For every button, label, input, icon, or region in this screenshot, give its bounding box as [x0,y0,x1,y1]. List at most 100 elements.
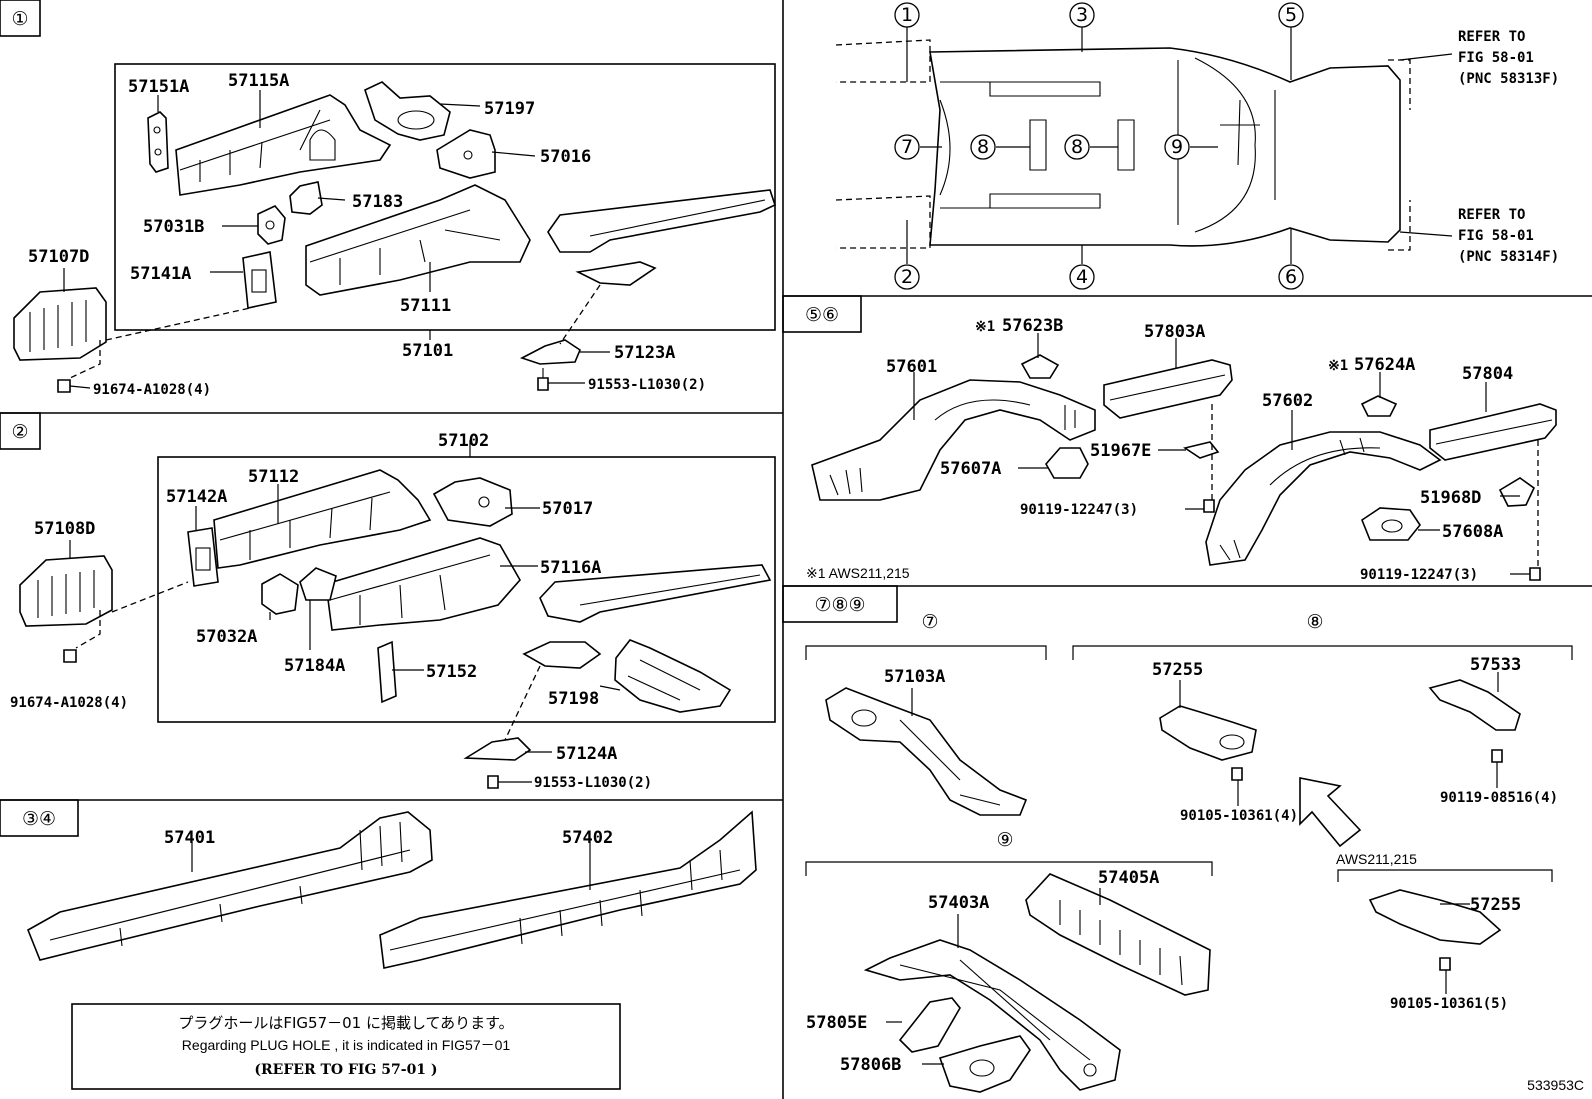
label-51967E: 51967E [1090,441,1151,461]
label-90105-10361-b: 90105-10361(5) [1390,996,1508,1012]
label-57107D: 57107D [28,247,89,267]
label-57103A: 57103A [884,667,945,687]
part-57804-shape [1429,403,1557,461]
note-english: Regarding PLUG HOLE , it is indicated in… [182,1037,511,1053]
bracket-7 [805,645,1047,660]
part-57108D-shape [19,555,113,627]
section-badge-56: ⑤⑥ [782,295,862,333]
label-91553-L1030-s1: 91553-L1030(2) [588,377,706,393]
marker-text: 8 [1071,136,1083,158]
label-57032A: 57032A [196,627,257,647]
part-57115A-shape [175,94,392,196]
label-57402: 57402 [562,828,613,848]
part-51968D-shape [1498,477,1536,507]
section-badge-789: ⑦⑧⑨ [782,585,898,623]
badge-text: ⑤⑥ [805,304,839,326]
badge-text: ③④ [22,808,56,830]
marker-text: 4 [1076,266,1088,288]
part-57184A-shape [299,567,337,601]
badge-text: ② [11,421,28,443]
label-57184A: 57184A [284,656,345,676]
refer-top-line3: (PNC 58313F) [1458,71,1559,87]
label-57805E: 57805E [806,1013,867,1033]
overview-marker-3: 3 [1069,2,1095,28]
subsection-9-label: ⑨ [996,829,1013,851]
bracket-aws [1337,869,1553,882]
label-57401: 57401 [164,828,215,848]
part-57255-aws-shape [1368,889,1502,945]
bolt-90119-s5 [1203,499,1215,513]
part-57032A-shape [261,573,299,615]
note-star-57624A: ※1 [1328,358,1348,374]
label-57183: 57183 [352,192,403,212]
refer-bottom-line3: (PNC 58314F) [1458,249,1559,265]
part-57602-shape [1205,431,1442,566]
refer-top-line1: REFER TO [1458,29,1525,45]
bolt-90105-b [1439,957,1451,971]
part-57183-shape [289,181,323,215]
note-star-57623B: ※1 [975,319,995,335]
refer-top-line2: FIG 58-01 [1458,50,1534,66]
label-57031B: 57031B [143,217,204,237]
part-57151A-shape [147,111,169,173]
label-57123A: 57123A [614,343,675,363]
subsection-7-label: ⑦ [921,611,938,633]
label-57803A: 57803A [1144,322,1205,342]
part-57107D-shape [13,287,107,361]
note-aws211-215: ※1 AWS211,215 [806,565,910,581]
overview-marker-7: 7 [894,134,920,160]
part-57031B-shape [257,205,286,245]
part-57608A-shape [1361,507,1421,541]
bolt-90119-s6 [1529,567,1541,581]
bracket-9 [805,861,1213,876]
part-57805E-shape [898,997,961,1053]
label-57108D: 57108D [34,519,95,539]
overview-marker-8a: 8 [970,134,996,160]
subsection-8-label: ⑧ [1306,611,1323,633]
section-badge-34: ③④ [0,799,79,837]
bolt-91674-s1 [57,379,71,393]
part-57402-shape [379,810,757,969]
part-57405A-shape [1025,873,1211,996]
marker-text: 7 [901,136,913,158]
part-57152-shape [377,640,397,704]
label-57017: 57017 [542,499,593,519]
label-57142A: 57142A [166,487,227,507]
label-57608A: 57608A [1442,522,1503,542]
label-91674-A1028-s2: 91674-A1028(4) [10,695,128,711]
marker-text: 1 [901,4,913,26]
label-90119-12247-b: 90119-12247(3) [1360,567,1478,583]
marker-text: 6 [1285,266,1297,288]
overview-marker-1: 1 [894,2,920,28]
refer-bottom-line1: REFER TO [1458,207,1525,223]
label-57624A: 57624A [1354,355,1415,375]
part-57403A-shape [863,939,1121,1091]
label-57601: 57601 [886,357,937,377]
label-57806B: 57806B [840,1055,901,1075]
label-57115A: 57115A [228,71,289,91]
bolt-90119-08516 [1491,749,1503,763]
label-57198: 57198 [548,689,599,709]
bolt-91553-s2 [487,775,499,789]
part-57255-8-shape [1159,705,1257,761]
marker-text: 5 [1285,4,1297,26]
bolt-91674-s2 [63,649,77,663]
label-57141A: 57141A [130,264,191,284]
assembly-box-57102 [157,456,776,723]
bolt-90105-a [1231,767,1243,781]
part-57016-shape [436,129,496,179]
label-57607A: 57607A [940,459,1001,479]
label-57124A: 57124A [556,744,617,764]
label-57405A: 57405A [1098,868,1159,888]
section-badge-1: ① [0,0,41,37]
overview-marker-5: 5 [1278,2,1304,28]
overview-marker-8b: 8 [1064,134,1090,160]
part-57116A-shape [325,537,521,631]
label-57151A: 57151A [128,77,189,97]
marker-text: 3 [1076,4,1088,26]
part-57142A-shape [187,527,219,587]
bracket-8 [1072,645,1573,660]
refer-bottom-line2: FIG 58-01 [1458,228,1534,244]
label-57533: 57533 [1470,655,1521,675]
